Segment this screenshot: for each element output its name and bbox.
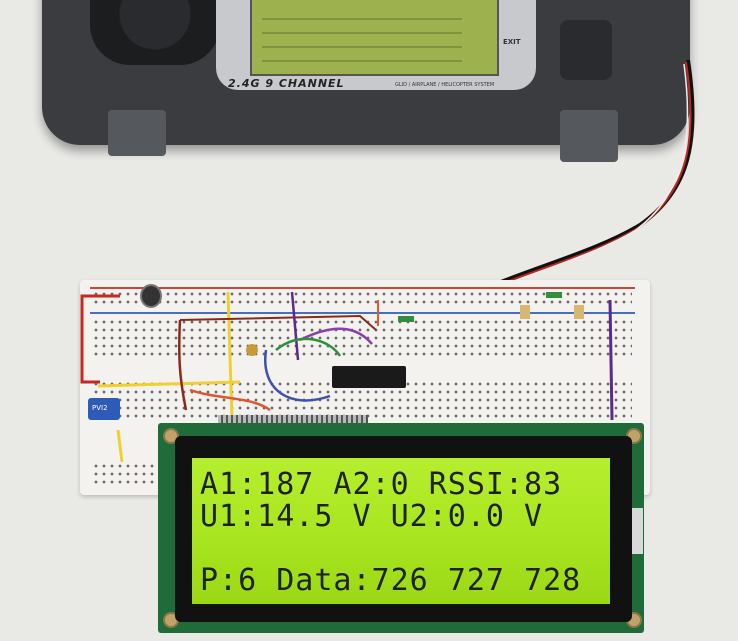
potentiometer-label: PVI2 [92,404,108,412]
transmitter-exit-label: EXIT [503,38,521,46]
lcd-line-1: A1:187 A2:0 RSSI:83 [200,467,563,502]
breadboard-upper-terminals [92,318,632,360]
breadboard-top-rail [92,290,632,308]
transmitter-model-label: 2.4G 9 CHANNEL [228,77,345,90]
transmitter-knob [560,20,612,80]
transmitter-foot-left [108,110,166,156]
potentiometer: PVI2 [88,398,120,420]
transmitter-screen-text [262,6,462,64]
rail-stripe-red [90,287,635,289]
transmitter-foot-right [560,110,618,162]
breadboard-bottom-rail [92,462,162,484]
microcontroller-chip [332,366,406,388]
rail-stripe-blue [90,312,635,314]
lcd-line-4: P:6 Data:726 727 728 [200,563,582,598]
transmitter-screen [250,0,499,76]
lcd-screen [192,458,610,604]
lcd-line-2: U1:14.5 V U2:0.0 V [200,499,544,534]
lcd-header-pins [218,415,368,425]
transmitter-gimbal [90,0,220,65]
capacitor [140,284,162,308]
transmitter-system-label: GLID / AIRPLANE / HELICOPTER SYSTEM [395,82,495,88]
